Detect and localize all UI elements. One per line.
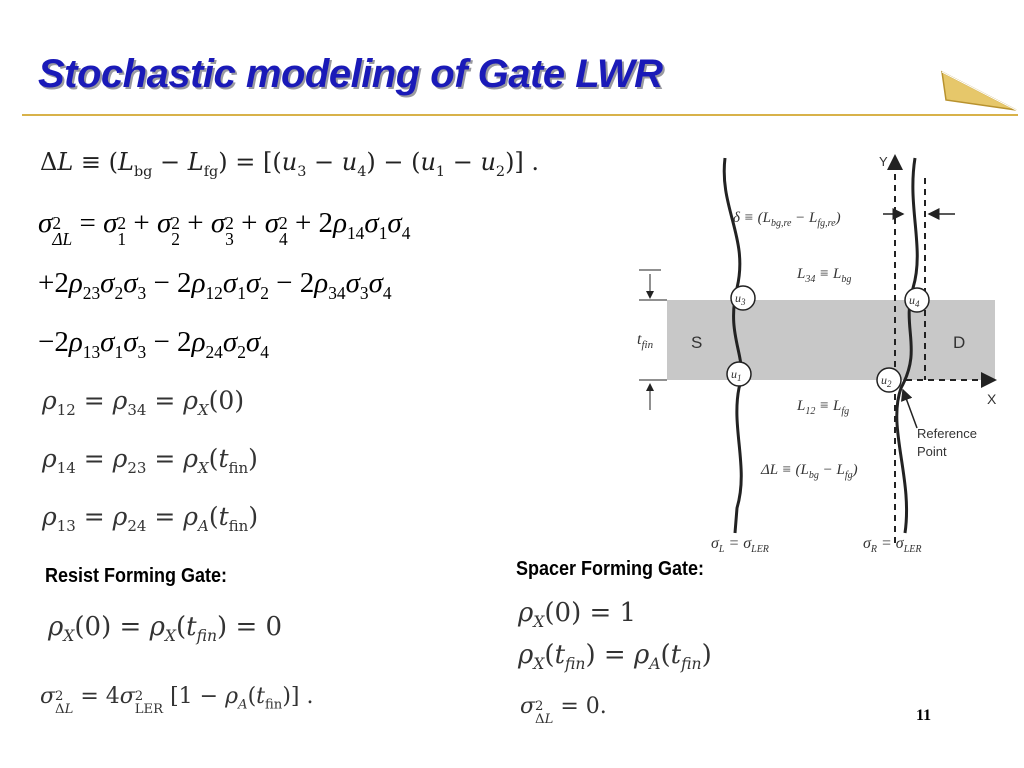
drain-label: D — [953, 333, 965, 352]
marker-u3: u3 — [730, 285, 756, 311]
delta-l-definition: ΔL ≡ (Lbg − Lfg) — [760, 462, 858, 481]
l12-equiv-lfg: L12 ≡ Lfg — [796, 398, 849, 417]
reference-pointer — [900, 388, 918, 429]
gate-lwr-diagram: Y X S D Reference Point tfin u3 u1 u4 u2… — [637, 154, 997, 555]
svg-text:u3: u3 — [735, 291, 746, 307]
equation-rho12-rho34: ρ12 = ρ34 = ρX(0) — [42, 386, 245, 419]
tfin-label: tfin — [637, 331, 654, 351]
title-divider — [22, 114, 1018, 116]
left-gate-edge — [722, 157, 744, 534]
svg-text:u4: u4 — [909, 293, 920, 309]
svg-text:u1: u1 — [731, 367, 742, 383]
svg-text:u2: u2 — [881, 373, 892, 389]
sigma-right-label: σR = σLER — [863, 535, 921, 555]
fin-band — [667, 300, 995, 380]
reference-point-label-1: Reference — [917, 426, 977, 441]
equation-variance-line2: +2ρ23σ2σ3 − 2ρ12σ1σ2 − 2ρ34σ3σ4 — [38, 267, 392, 303]
page-number: 11 — [916, 707, 932, 724]
x-axis-label: X — [987, 391, 997, 407]
slide-title: Stochastic modeling of Gate LWR — [38, 52, 663, 96]
marker-u2: u2 — [876, 367, 902, 393]
chevron-decoration-icon — [941, 70, 1017, 111]
reference-point-label-2: Point — [917, 444, 947, 459]
equation-spacer-rho-equal: ρX(tfin) = ρA(tfin) — [518, 640, 712, 674]
y-axis-label: Y — [879, 154, 888, 169]
equation-variance-line3: −2ρ13σ1σ3 − 2ρ24σ2σ4 — [38, 326, 269, 362]
equation-resist-correlation: ρX(0) = ρX(tfin) = 0 — [48, 612, 283, 646]
right-gate-edge — [895, 157, 919, 534]
sigma-left-label: σL = σLER — [711, 535, 769, 555]
equation-rho13-rho24: ρ13 = ρ24 = ρA(tfin) — [42, 502, 259, 535]
equation-spacer-rho-x0: ρX(0) = 1 — [518, 598, 637, 632]
equation-rho14-rho23: ρ14 = ρ23 = ρX(tfin) — [42, 444, 258, 477]
equation-delta-l: ΔL ≡ (Lbg − Lfg) = [(u3 − u4) − (u1 − u2… — [40, 148, 540, 180]
resist-forming-gate-label: Resist Forming Gate: — [45, 565, 228, 587]
marker-u1: u1 — [726, 361, 752, 387]
l34-equiv-lbg: L34 ≡ Lbg — [796, 266, 851, 285]
marker-u4: u4 — [904, 287, 930, 313]
source-label: S — [691, 333, 702, 352]
delta-definition: δ ≡ (Lbg,re − Lfg,re) — [733, 210, 841, 229]
spacer-forming-gate-label: Spacer Forming Gate: — [516, 558, 705, 580]
